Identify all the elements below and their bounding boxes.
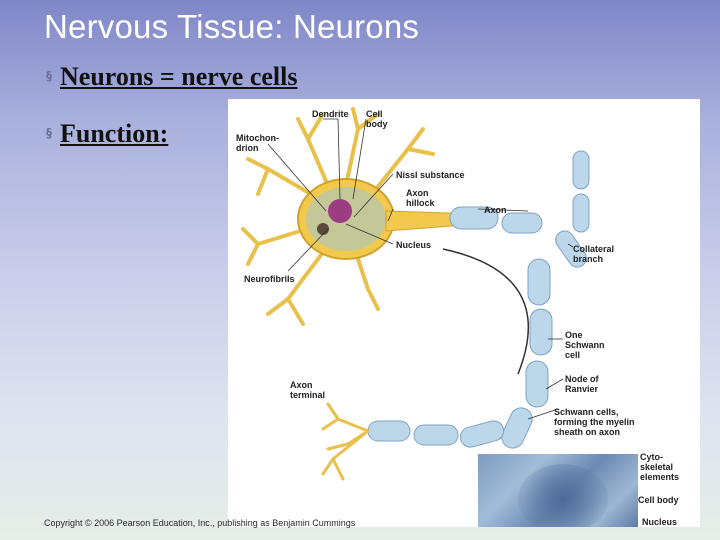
label-schwann-cells: Schwann cells, forming the myelin sheath…	[554, 407, 635, 437]
neuron-diagram: Dendrite Cell body Mitochon- drion Nissl…	[228, 99, 700, 527]
bullet-marker-icon: §	[46, 69, 52, 84]
label-schwann-cell: One Schwann cell	[565, 330, 605, 360]
bullet-function: § Function:	[46, 119, 168, 149]
label-cytoskeletal: Cyto- skeletal elements	[640, 452, 680, 482]
label-node-of-ranvier: Node of Ranvier	[565, 374, 599, 394]
dendrites	[241, 107, 435, 326]
label-cell-body: Cell body	[366, 109, 388, 129]
label-micro-cell-body: Cell body	[638, 495, 679, 505]
label-axon-terminal: Axon terminal	[290, 380, 326, 400]
axon-terminals	[321, 402, 370, 481]
label-nucleus: Nucleus	[396, 240, 432, 250]
label-axon-hillock: Axon hillock	[406, 188, 435, 208]
myelin-sheath	[367, 150, 590, 449]
label-neurofibrils: Neurofibrils	[244, 274, 295, 284]
label-axon: Axon	[484, 205, 507, 215]
micrograph-inset	[478, 454, 638, 527]
bullet-text: Neurons = nerve cells	[60, 62, 298, 91]
neuron-illustration	[241, 107, 639, 481]
label-micro-nucleus: Nucleus	[642, 517, 678, 527]
nucleus-shape	[328, 199, 352, 223]
label-nissl: Nissl substance	[396, 170, 465, 180]
bullet-neurons: § Neurons = nerve cells	[46, 62, 297, 92]
copyright-footer: Copyright © 2006 Pearson Education, Inc.…	[44, 518, 356, 528]
slide-title: Nervous Tissue: Neurons	[44, 8, 420, 45]
label-collateral-branch: Collateral branch	[573, 244, 615, 264]
bullet-text: Function:	[60, 119, 169, 148]
label-mitochondrion: Mitochon- drion	[236, 133, 279, 153]
label-dendrite: Dendrite	[312, 109, 349, 119]
bullet-marker-icon: §	[46, 126, 52, 141]
